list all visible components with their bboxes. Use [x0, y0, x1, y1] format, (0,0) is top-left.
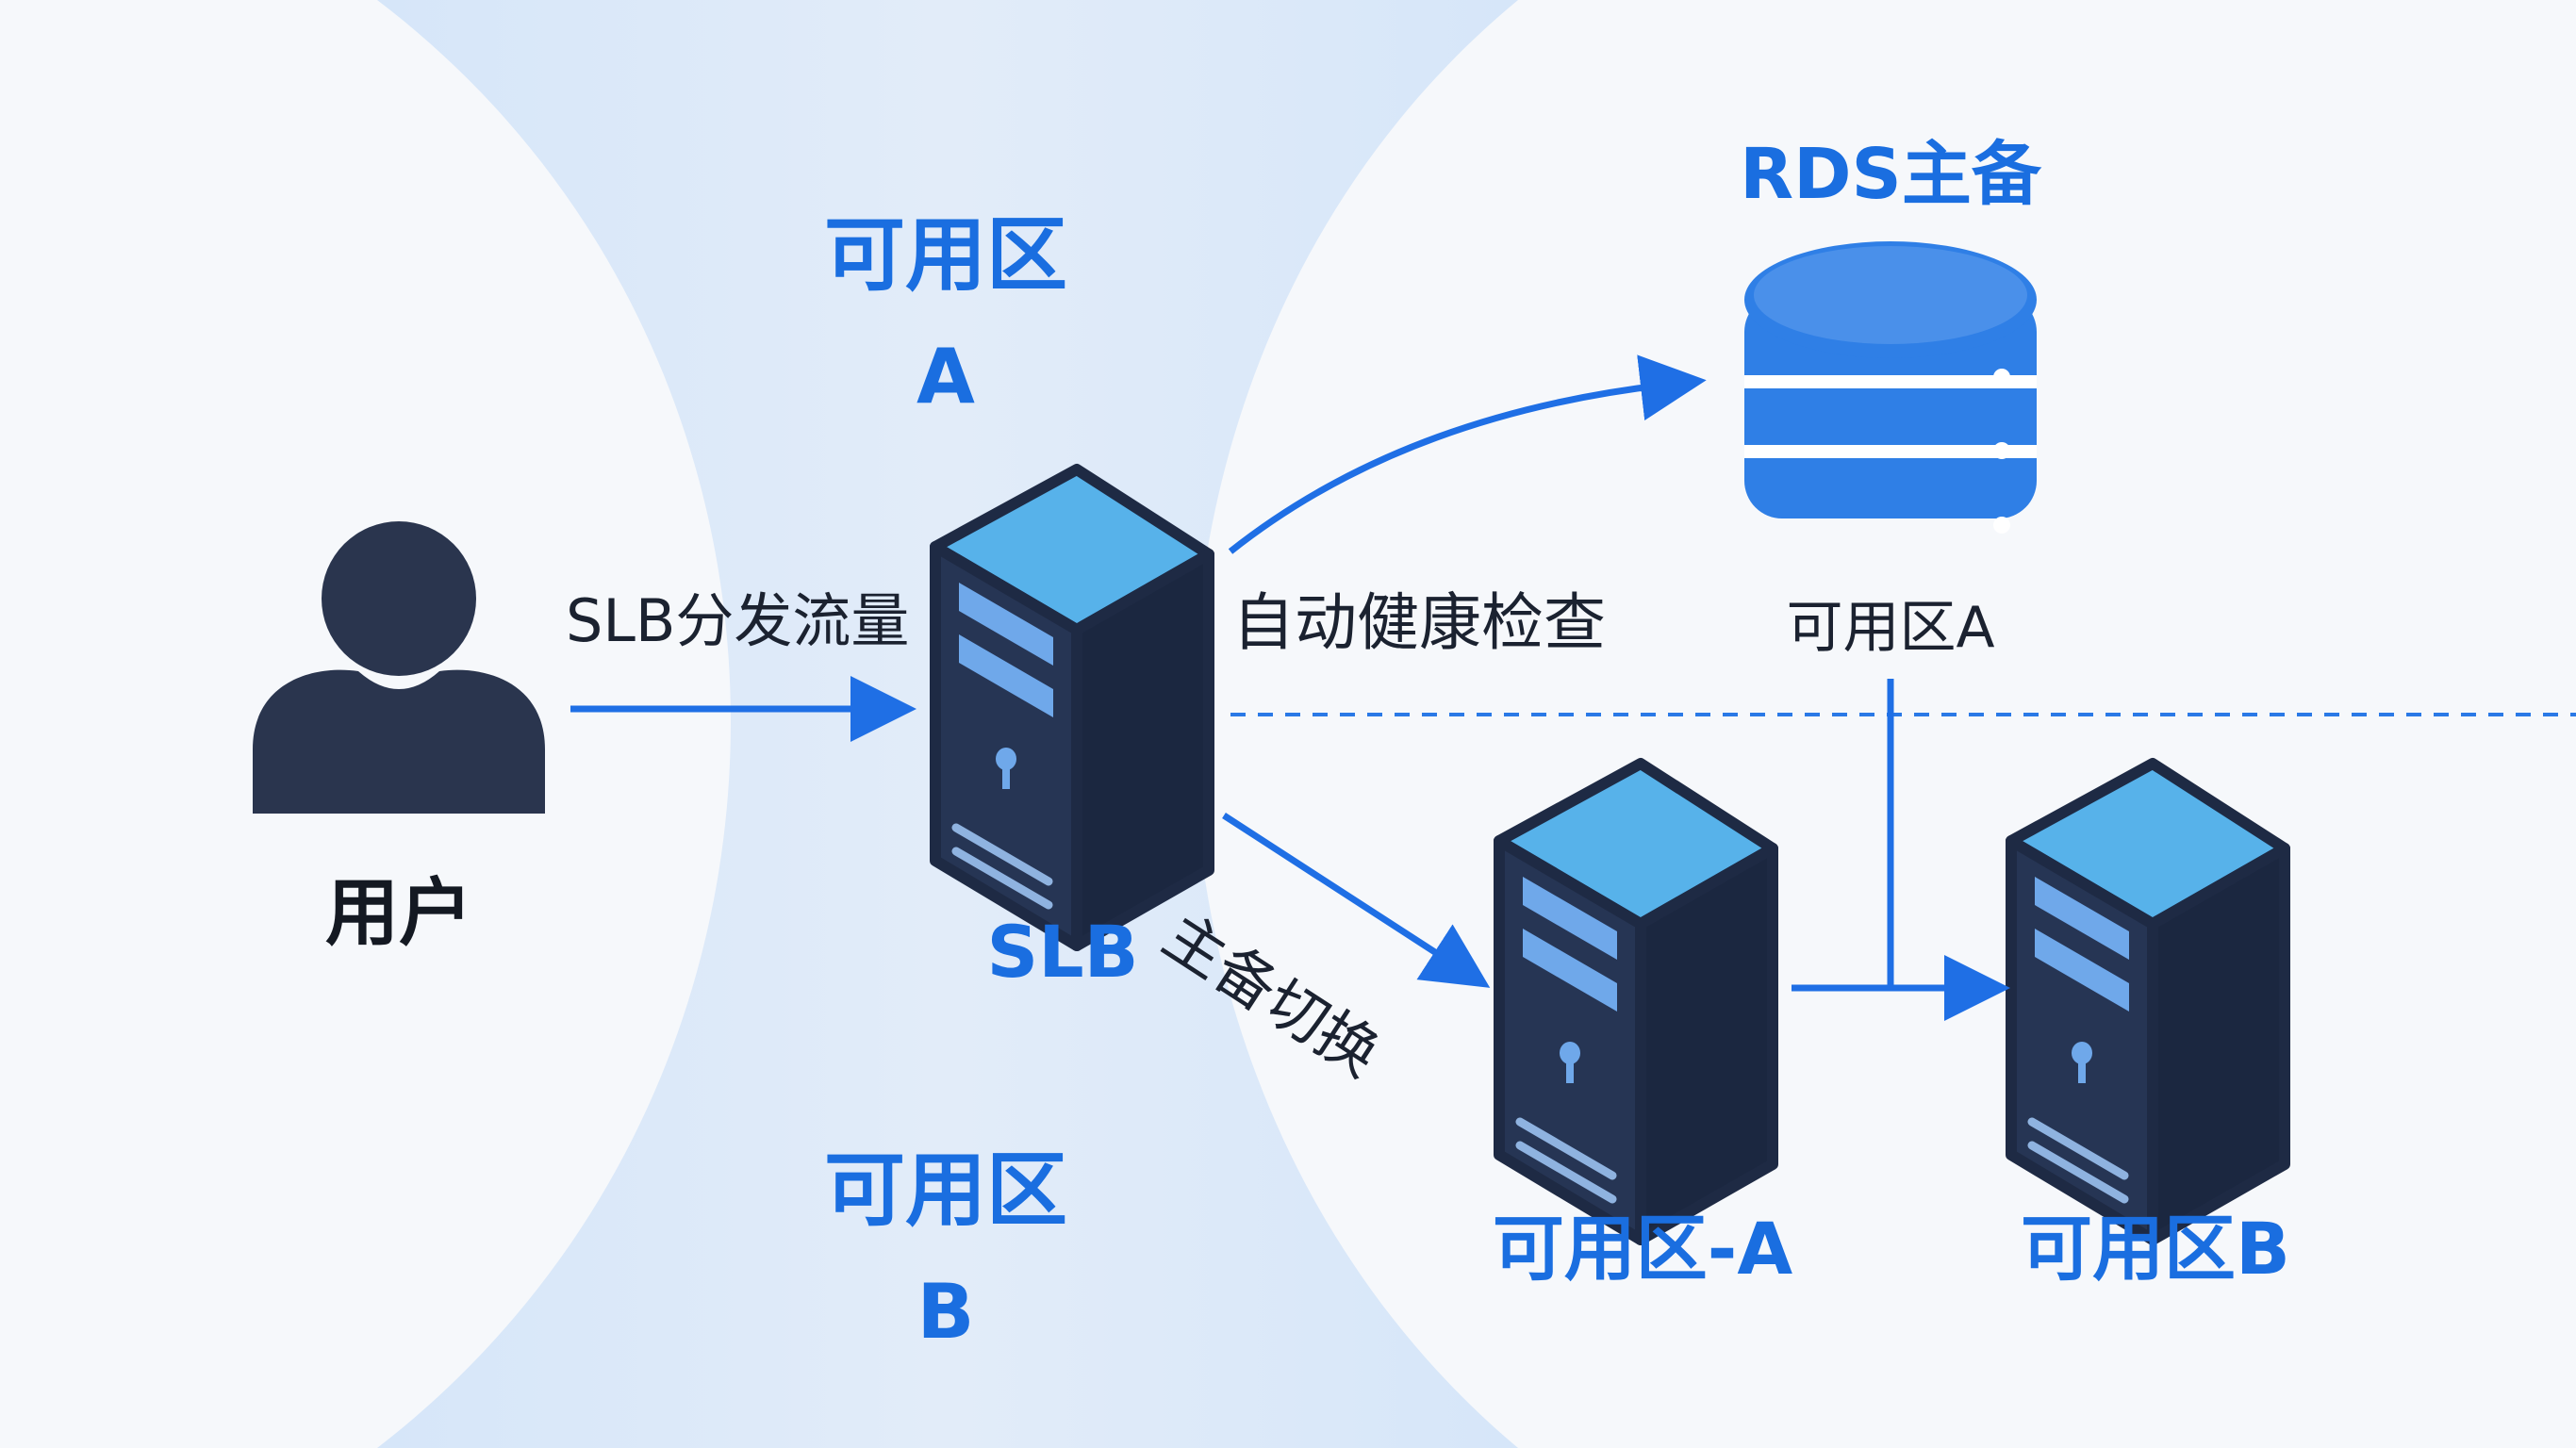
- edge-slb-to-rds: [1228, 354, 1707, 554]
- zone-a-letter: A: [916, 333, 975, 420]
- slb-label: SLB: [986, 910, 1139, 994]
- rds-title: RDS主备: [1740, 134, 2041, 215]
- edge-label-slb-traffic: SLB分发流量: [566, 586, 910, 655]
- server-zone-a-icon: [1499, 764, 1773, 1240]
- slb-server-icon: [935, 469, 1209, 946]
- edge-label-health-check: 自动健康检查: [1232, 586, 1606, 659]
- rds-zone-label: 可用区A: [1786, 595, 1995, 661]
- server-zone-b-icon: [2011, 764, 2285, 1240]
- edge-slb-to-server-a: [1222, 813, 1491, 988]
- server-zone-b-label: 可用区B: [2021, 1207, 2290, 1291]
- zone-a-title: 可用区: [824, 208, 1067, 303]
- zone-b-title: 可用区: [824, 1144, 1067, 1238]
- user-label: 用户: [324, 871, 473, 956]
- zone-b-letter: B: [916, 1268, 975, 1356]
- user-icon: [253, 521, 545, 814]
- database-icon: [1744, 241, 2037, 534]
- server-zone-a-label: 可用区-A: [1492, 1207, 1793, 1291]
